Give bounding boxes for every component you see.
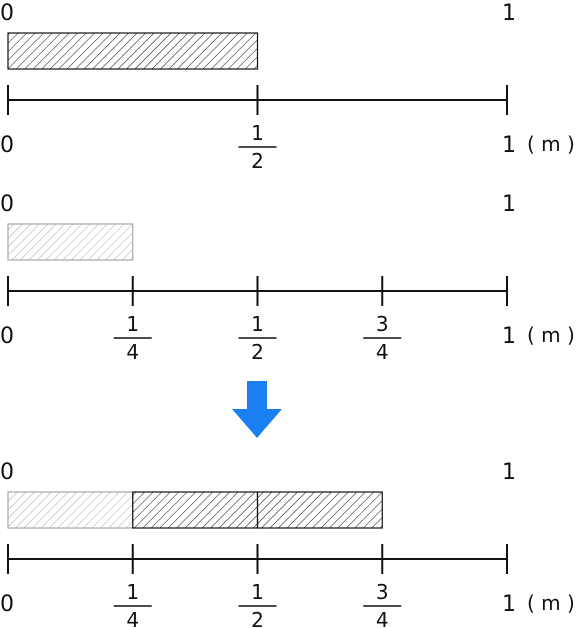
fraction-numerator: 1 <box>251 121 264 145</box>
unit-label: ( m ) <box>527 323 575 347</box>
fraction-denominator: 4 <box>126 608 139 628</box>
top-label-zero: 0 <box>0 1 14 26</box>
top-label-zero: 0 <box>0 192 14 217</box>
fraction-numerator: 1 <box>251 580 264 604</box>
hatched-bar-segment <box>7 223 134 261</box>
fraction-numerator: 3 <box>376 312 389 336</box>
unit-label: ( m ) <box>527 132 575 156</box>
fraction-denominator: 4 <box>376 340 389 364</box>
fraction-denominator: 2 <box>251 149 264 173</box>
fraction-numerator: 1 <box>126 312 139 336</box>
top-label-one: 1 <box>502 460 516 485</box>
top-label-zero: 0 <box>0 460 14 485</box>
hatched-bar-segment <box>256 491 383 529</box>
unit-label: ( m ) <box>527 591 575 615</box>
down-arrow-shape <box>232 381 282 438</box>
number-line-panel-1: 0 1 0 1 2 1 ( m ) <box>0 1 575 173</box>
hatched-bar-segment <box>7 32 259 70</box>
top-label-one: 1 <box>502 1 516 26</box>
fraction-numerator: 1 <box>126 580 139 604</box>
down-arrow-icon <box>232 381 282 438</box>
fraction-denominator: 4 <box>376 608 389 628</box>
fraction-denominator: 2 <box>251 608 264 628</box>
tick-label: 1 <box>502 324 516 349</box>
fraction-denominator: 2 <box>251 340 264 364</box>
fraction-numerator: 1 <box>251 312 264 336</box>
tick-label: 0 <box>0 592 14 617</box>
tick-label: 1 <box>502 592 516 617</box>
tick-label: 1 <box>502 133 516 158</box>
top-label-one: 1 <box>502 192 516 217</box>
hatched-bar-segment <box>7 491 134 529</box>
tick-label: 0 <box>0 133 14 158</box>
fraction-denominator: 4 <box>126 340 139 364</box>
number-line-panel-3: 0 1 0 1 4 1 2 3 4 1 ( m ) <box>0 460 575 628</box>
hatched-bar-segment <box>132 491 259 529</box>
fraction-numerator: 3 <box>376 580 389 604</box>
number-line-panel-2: 0 1 0 1 4 1 2 3 4 1 ( m ) <box>0 192 575 364</box>
tick-label: 0 <box>0 324 14 349</box>
